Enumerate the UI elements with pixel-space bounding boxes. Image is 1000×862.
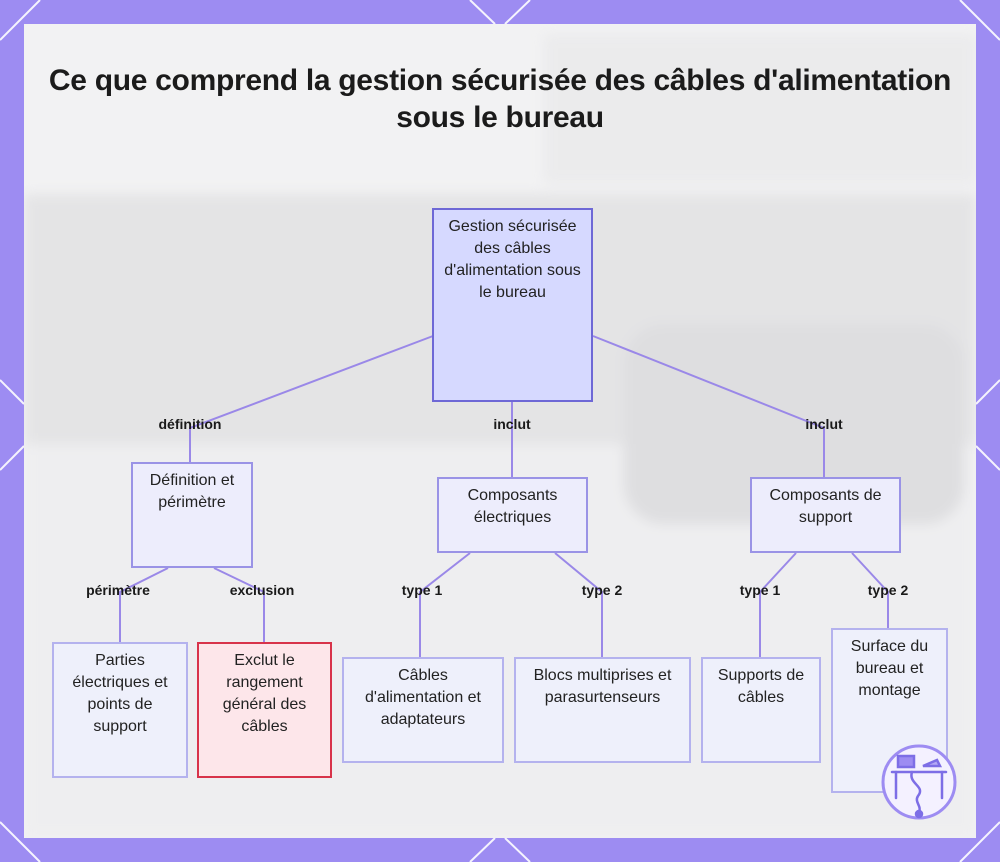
edge-elec-cables xyxy=(419,552,471,657)
diagram-title: Ce que comprend la gestion sécurisée des… xyxy=(48,64,952,134)
edge-label-type1-electrical: type 1 xyxy=(401,582,443,598)
node-power-strips: Blocs multiprises et parasurtenseurs xyxy=(514,657,691,763)
node-definition: Définition et périmètre xyxy=(131,462,253,568)
edge-elec-strips xyxy=(554,552,603,657)
node-exclusion-label: Exclut le rangement général des câbles xyxy=(222,652,307,735)
edge-sup-cable xyxy=(759,552,797,657)
node-cable-supports-label: Supports de câbles xyxy=(717,667,805,706)
edge-sup-desk xyxy=(851,552,889,628)
node-cable-supports: Supports de câbles xyxy=(701,657,821,763)
edge-label-type2-support: type 2 xyxy=(867,582,909,598)
node-support-components: Composants de support xyxy=(750,477,901,553)
node-electrical-components: Composants électriques xyxy=(437,477,588,553)
node-root: Gestion sécurisée des câbles d'alimentat… xyxy=(432,208,593,402)
node-strips-label: Blocs multiprises et parasurtenseurs xyxy=(533,667,672,706)
edge-def-exclusion xyxy=(213,567,265,642)
node-support-label: Composants de support xyxy=(769,487,882,526)
edge-label-includes-support: inclut xyxy=(805,416,843,432)
node-root-label: Gestion sécurisée des câbles d'alimentat… xyxy=(444,218,581,301)
node-parts-label: Parties électriques et points de support xyxy=(72,652,168,735)
node-power-cables: Câbles d'alimentation et adaptateurs xyxy=(342,657,504,763)
node-desk-surface-label: Surface du bureau et montage xyxy=(850,638,929,699)
edge-label-type2-electrical: type 2 xyxy=(581,582,623,598)
edge-label-includes-electrical: inclut xyxy=(493,416,531,432)
node-definition-label: Définition et périmètre xyxy=(149,472,235,511)
edge-label-type1-support: type 1 xyxy=(739,582,781,598)
edge-def-parts xyxy=(119,567,169,642)
desk-cable-logo-icon xyxy=(881,744,957,820)
edge-root-support xyxy=(592,335,825,477)
edge-label-perimeter: périmètre xyxy=(86,582,150,598)
edge-root-definition xyxy=(189,335,434,463)
node-electrical-parts: Parties électriques et points de support xyxy=(52,642,188,778)
node-electrical-label: Composants électriques xyxy=(467,487,558,526)
edge-label-definition: définition xyxy=(158,416,222,432)
node-exclusion: Exclut le rangement général des câbles xyxy=(197,642,332,778)
node-cables-label: Câbles d'alimentation et adaptateurs xyxy=(364,667,481,728)
edge-label-exclusion: exclusion xyxy=(229,582,295,598)
